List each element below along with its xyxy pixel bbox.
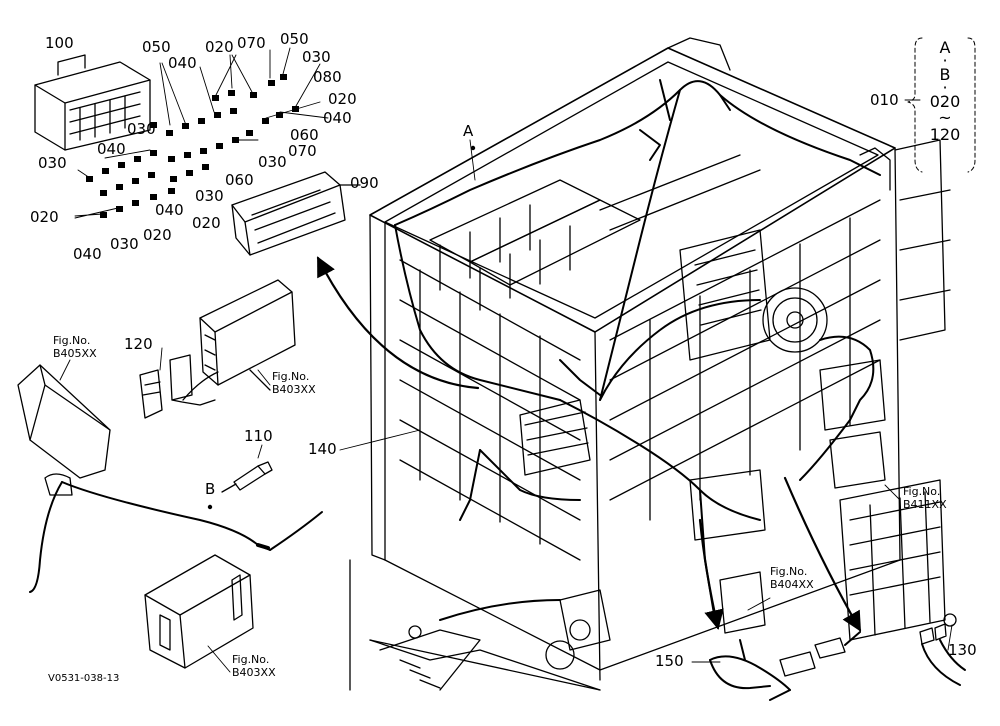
part-label-030: 030: [127, 120, 156, 138]
part-label-070: 070: [237, 34, 266, 52]
part-label-020: 020: [328, 90, 357, 108]
fuse-box-cover: [231, 171, 361, 256]
part-label-140: 140: [308, 440, 337, 458]
part-label-070: 070: [288, 142, 317, 160]
part-label-040: 040: [155, 201, 184, 219]
pointer-arrow-150: [698, 518, 724, 630]
fig-ref-number: B404XX: [770, 578, 814, 591]
fig-ref-number: B403XX: [232, 666, 276, 679]
range-tilde: ~: [938, 108, 952, 127]
ground-cable-130: [919, 623, 966, 686]
fig-ref-prefix: Fig.No.: [53, 334, 91, 347]
part-label-030: 030: [195, 187, 224, 205]
reference-label-b: B: [205, 480, 216, 498]
range-bracket: [907, 37, 976, 173]
part-label-040: 040: [73, 245, 102, 263]
part-label-060: 060: [225, 171, 254, 189]
harness-150: [709, 631, 861, 701]
controller-module-lower: [144, 554, 254, 673]
part-label-030: 030: [302, 48, 331, 66]
part-label-130: 130: [948, 641, 977, 659]
part-label-110: 110: [244, 427, 273, 445]
part-label-080: 080: [313, 68, 342, 86]
pointer-arrow-upper-left: [316, 256, 480, 390]
pointer-arrow-b411: [783, 476, 862, 632]
part-label-030: 030: [38, 154, 67, 172]
part-label-090: 090: [350, 174, 379, 192]
range-end: 120: [929, 125, 961, 144]
part-label-120: 120: [124, 335, 153, 353]
part-label-040: 040: [323, 109, 352, 127]
fig-ref-prefix: Fig.No.: [272, 370, 310, 383]
fig-ref-b403-lower: Fig.No. B403XX: [232, 653, 276, 679]
fig-ref-b404: Fig.No. B404XX: [770, 565, 814, 591]
part-label-150: 150: [655, 652, 684, 670]
leader-lines-fuses: [74, 47, 329, 219]
range-dot: ·: [942, 51, 948, 70]
range-start: 020: [929, 92, 961, 111]
leader-lines-main: [159, 99, 953, 663]
connector-plug: [44, 473, 73, 496]
range-dot: ·: [942, 78, 948, 97]
part-label-060: 060: [290, 126, 319, 144]
fig-ref-prefix: Fig.No.: [232, 653, 270, 666]
machine-frame: [349, 37, 957, 691]
part-label-040: 040: [97, 140, 126, 158]
fig-ref-b405: Fig.No. B405XX: [53, 334, 97, 360]
reference-label-a: A: [463, 122, 474, 140]
part-label-050: 050: [280, 30, 309, 48]
range-legend: A · B · 020 ~ 120: [925, 38, 965, 144]
connector-110: [221, 444, 273, 493]
part-label-020: 020: [30, 208, 59, 226]
fig-ref-b403-upper: Fig.No. B403XX: [272, 370, 316, 396]
part-label-100: 100: [45, 34, 74, 52]
control-box-b405: [17, 364, 111, 479]
part-label-050: 050: [142, 38, 171, 56]
fuse-box: [34, 54, 151, 151]
fig-ref-number: B403XX: [272, 383, 316, 396]
fig-ref-number: B405XX: [53, 347, 97, 360]
relay-120: [139, 354, 216, 419]
fig-ref-prefix: Fig.No.: [770, 565, 808, 578]
part-label-010: 010: [870, 91, 899, 109]
range-top: A: [939, 38, 951, 57]
part-label-020: 020: [205, 38, 234, 56]
fig-ref-number: B411XX: [903, 498, 947, 511]
part-label-030: 030: [110, 235, 139, 253]
drawing-code: V0531-038-13: [48, 673, 120, 684]
fig-ref-prefix: Fig.No.: [903, 485, 941, 498]
fig-ref-b411: Fig.No. B411XX: [903, 485, 947, 511]
part-label-040: 040: [168, 54, 197, 72]
part-label-030: 030: [258, 153, 287, 171]
range-mid: B: [939, 65, 951, 84]
cable-b: [29, 481, 323, 593]
part-label-020: 020: [192, 214, 221, 232]
part-label-020: 020: [143, 226, 172, 244]
